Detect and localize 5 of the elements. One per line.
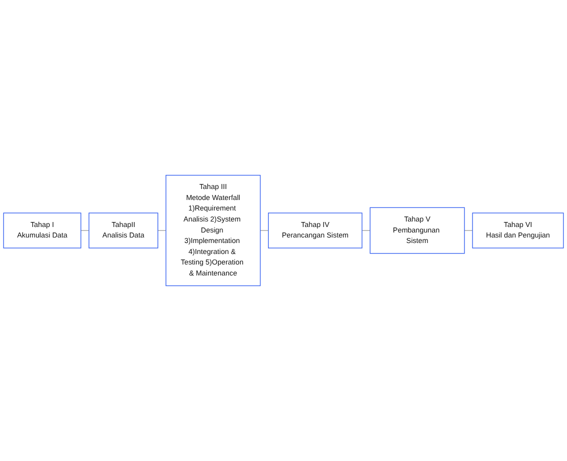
connector — [464, 230, 473, 231]
connector — [362, 230, 370, 231]
connector — [80, 230, 90, 231]
connector — [158, 230, 166, 231]
connector — [260, 230, 269, 231]
